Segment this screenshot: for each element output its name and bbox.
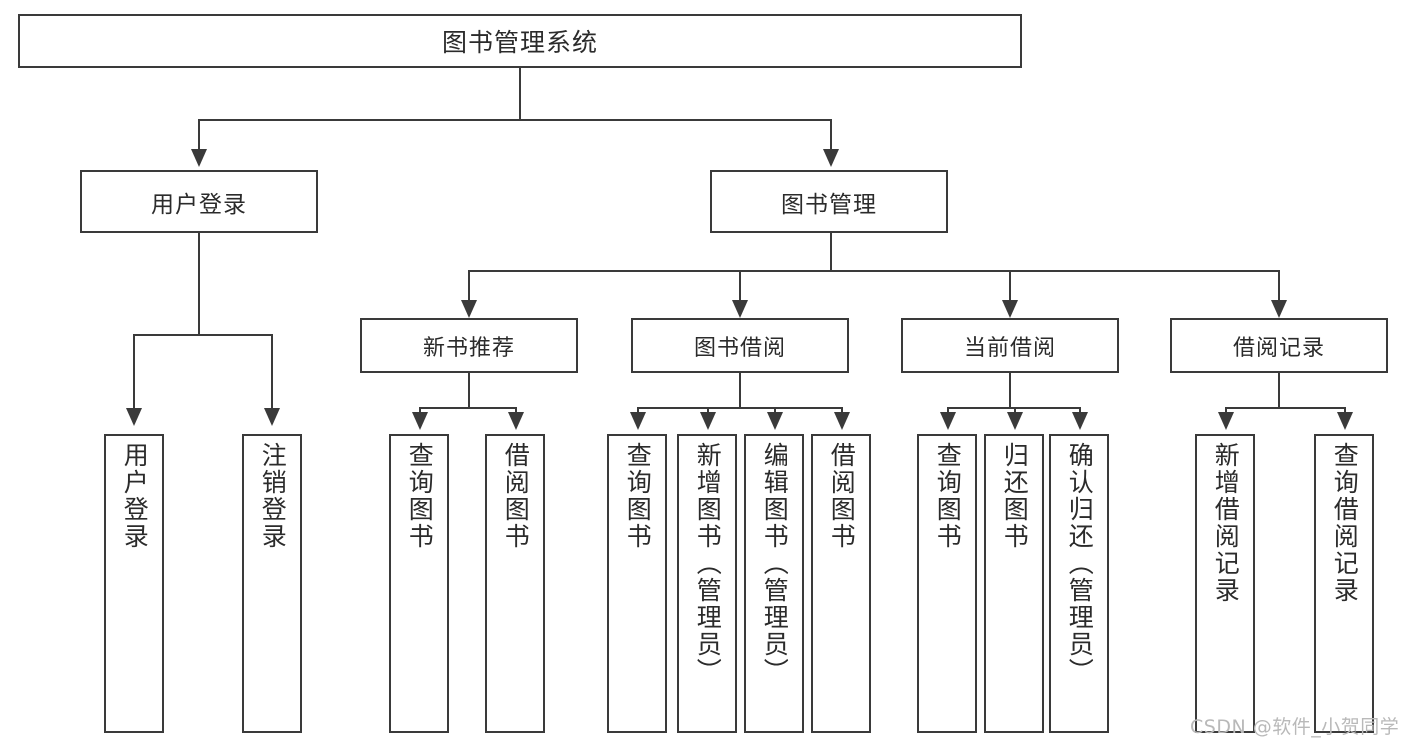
node-book-management[interactable]: 图书管理 xyxy=(710,170,948,233)
connector-to-borrow-record xyxy=(1278,270,1280,302)
connector-level2-bar xyxy=(198,119,832,121)
arrowhead-leaf-query-book-3 xyxy=(940,412,956,430)
connector-borrow-record-stem xyxy=(1278,373,1280,409)
arrowhead-new-book-recommend xyxy=(461,300,477,318)
arrowhead-book-borrow xyxy=(732,300,748,318)
connector-book-manage-stem xyxy=(830,233,832,271)
arrowhead-leaf-edit-book xyxy=(767,412,783,430)
leaf-edit-book-admin[interactable]: 编辑图书（管理员） xyxy=(744,434,804,733)
node-label: 借阅记录 xyxy=(1232,335,1325,361)
leaf-label: 查询借阅记录 xyxy=(1330,442,1360,604)
leaf-confirm-return-admin[interactable]: 确认归还（管理员） xyxy=(1049,434,1109,733)
watermark-text: CSDN @软件_小贺同学 xyxy=(1190,716,1400,738)
leaf-return-book[interactable]: 归还图书 xyxy=(984,434,1044,733)
node-label: 图书管理系统 xyxy=(441,28,598,57)
arrowhead-user-login xyxy=(191,149,207,167)
leaf-label: 新增图书（管理员） xyxy=(693,442,723,685)
leaf-add-book-admin[interactable]: 新增图书（管理员） xyxy=(677,434,737,733)
arrowhead-leaf-add-book xyxy=(700,412,716,430)
leaf-query-book-borrow[interactable]: 查询图书 xyxy=(607,434,667,733)
connector-user-login-stem xyxy=(198,233,200,335)
node-new-book-recommend[interactable]: 新书推荐 xyxy=(360,318,578,373)
leaf-label: 借阅图书 xyxy=(827,442,857,550)
leaf-logout[interactable]: 注销登录 xyxy=(242,434,302,733)
connector-new-book-leaf1 xyxy=(419,407,421,415)
leaf-label: 新增借阅记录 xyxy=(1211,442,1241,604)
node-label: 图书管理 xyxy=(781,191,877,218)
arrowhead-leaf-user-login xyxy=(126,408,142,426)
connector-to-book-borrow xyxy=(739,270,741,302)
connector-user-login-leaf2 xyxy=(271,334,273,410)
connector-user-login-bar xyxy=(133,334,271,336)
connector-current-borrow-leaf2 xyxy=(1014,407,1016,415)
arrowhead-leaf-query-book-1 xyxy=(412,412,428,430)
connector-book-borrow-leaf1 xyxy=(637,407,639,415)
connector-current-borrow-stem xyxy=(1009,373,1011,409)
connector-book-borrow-leaf2 xyxy=(707,407,709,415)
connector-book-borrow-leaf3 xyxy=(774,407,776,415)
leaf-label: 编辑图书（管理员） xyxy=(760,442,790,685)
arrowhead-leaf-borrow-book-1 xyxy=(508,412,524,430)
connector-new-book-bar xyxy=(419,407,517,409)
connector-level3-bar xyxy=(468,270,1280,272)
connector-borrow-record-leaf2 xyxy=(1344,407,1346,415)
arrowhead-current-borrow xyxy=(1002,300,1018,318)
node-user-login[interactable]: 用户登录 xyxy=(80,170,318,233)
leaf-query-book-current[interactable]: 查询图书 xyxy=(917,434,977,733)
leaf-label: 归还图书 xyxy=(1000,442,1030,550)
node-label: 图书借阅 xyxy=(693,335,786,361)
connector-to-new-book xyxy=(468,270,470,302)
arrowhead-leaf-confirm-return xyxy=(1072,412,1088,430)
arrowhead-leaf-query-book-2 xyxy=(630,412,646,430)
leaf-borrow-book[interactable]: 借阅图书 xyxy=(811,434,871,733)
leaf-label: 查询图书 xyxy=(623,442,653,550)
connector-current-borrow-leaf3 xyxy=(1079,407,1081,415)
connector-book-borrow-stem xyxy=(739,373,741,409)
leaf-label: 查询图书 xyxy=(405,442,435,550)
arrowhead-borrow-record xyxy=(1271,300,1287,318)
connector-book-borrow-bar xyxy=(637,407,842,409)
leaf-query-borrow-record[interactable]: 查询借阅记录 xyxy=(1314,434,1374,733)
leaf-label: 注销登录 xyxy=(258,442,288,550)
arrowhead-leaf-logout xyxy=(264,408,280,426)
connector-borrow-record-leaf1 xyxy=(1225,407,1227,415)
node-label: 新书推荐 xyxy=(422,335,515,361)
leaf-label: 查询图书 xyxy=(933,442,963,550)
leaf-label: 用户登录 xyxy=(120,442,150,550)
connector-book-borrow-leaf4 xyxy=(841,407,843,415)
node-book-borrow[interactable]: 图书借阅 xyxy=(631,318,849,373)
connector-user-login-leaf1 xyxy=(133,334,135,410)
arrowhead-leaf-add-record xyxy=(1218,412,1234,430)
leaf-add-borrow-record[interactable]: 新增借阅记录 xyxy=(1195,434,1255,733)
leaf-label: 确认归还（管理员） xyxy=(1065,442,1095,685)
arrowhead-leaf-borrow-book-2 xyxy=(834,412,850,430)
node-label: 当前借阅 xyxy=(963,335,1056,361)
node-label: 用户登录 xyxy=(151,191,247,218)
node-borrow-record[interactable]: 借阅记录 xyxy=(1170,318,1388,373)
connector-new-book-stem xyxy=(468,373,470,409)
leaf-borrow-book-recommend[interactable]: 借阅图书 xyxy=(485,434,545,733)
leaf-label: 借阅图书 xyxy=(501,442,531,550)
node-current-borrow[interactable]: 当前借阅 xyxy=(901,318,1119,373)
node-root-system[interactable]: 图书管理系统 xyxy=(18,14,1022,68)
connector-current-borrow-bar xyxy=(947,407,1080,409)
connector-to-user-login xyxy=(198,119,200,151)
connector-borrow-record-bar xyxy=(1225,407,1345,409)
connector-root-stem xyxy=(519,68,521,120)
leaf-query-book-recommend[interactable]: 查询图书 xyxy=(389,434,449,733)
connector-new-book-leaf2 xyxy=(515,407,517,415)
connector-to-book-manage xyxy=(830,119,832,151)
leaf-user-login[interactable]: 用户登录 xyxy=(104,434,164,733)
connector-to-current-borrow xyxy=(1009,270,1011,302)
connector-current-borrow-leaf1 xyxy=(947,407,949,415)
arrowhead-book-manage xyxy=(823,149,839,167)
arrowhead-leaf-query-record xyxy=(1337,412,1353,430)
arrowhead-leaf-return-book xyxy=(1007,412,1023,430)
